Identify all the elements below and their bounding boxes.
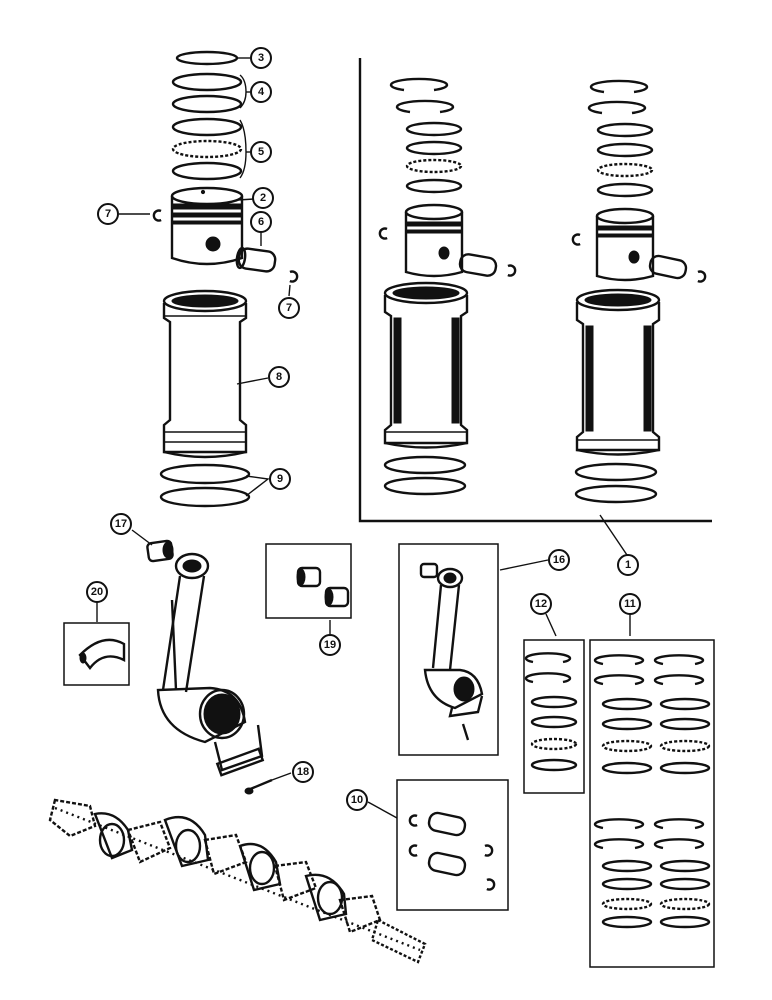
callout-1-label: 1 — [625, 559, 631, 571]
callout-8: 8 — [268, 366, 290, 388]
cylinder-sleeve-main — [162, 289, 248, 459]
piston-ring-set-main — [171, 50, 243, 181]
connecting-rod-bushing — [146, 539, 174, 563]
ring-kit-item-12 — [523, 639, 585, 794]
callout-17-label: 17 — [115, 518, 127, 530]
callout-3: 3 — [250, 47, 272, 69]
pin-kit-item-10 — [396, 779, 509, 911]
connecting-rod-kit-item-16 — [398, 543, 499, 756]
connecting-rod-bolt — [244, 778, 273, 795]
piston-sleeve-kit-frame — [358, 58, 712, 523]
callout-7-left: 7 — [97, 203, 119, 225]
callout-2: 2 — [252, 187, 274, 209]
callout-10: 10 — [346, 789, 368, 811]
callout-20-label: 20 — [91, 586, 103, 598]
crankshaft — [48, 798, 427, 964]
callout-19-label: 19 — [324, 639, 336, 651]
callout-4: 4 — [250, 81, 272, 103]
piston-sleeve-kit-a — [378, 77, 517, 496]
callout-2-label: 2 — [260, 192, 266, 204]
callout-11-label: 11 — [624, 598, 636, 610]
callout-18-label: 18 — [297, 766, 309, 778]
callout-16-label: 16 — [553, 554, 565, 566]
callout-6: 6 — [250, 211, 272, 233]
callout-1: 1 — [617, 554, 639, 576]
ring-kit-item-11 — [589, 639, 715, 968]
callout-7-right: 7 — [278, 297, 300, 319]
callout-5-label: 5 — [258, 146, 264, 158]
callout-16: 16 — [548, 549, 570, 571]
callout-10-label: 10 — [351, 794, 363, 806]
callout-5: 5 — [250, 141, 272, 163]
piston-sleeve-kit-b — [571, 79, 707, 504]
sleeve-seal-rings — [159, 463, 251, 508]
callout-12: 12 — [530, 593, 552, 615]
callout-19: 19 — [319, 634, 341, 656]
piston-main — [170, 186, 244, 266]
callout-4-label: 4 — [258, 86, 265, 98]
snap-ring — [152, 209, 299, 283]
callout-7-left-label: 7 — [105, 208, 111, 220]
callout-6-label: 6 — [258, 216, 264, 228]
bearing-shell-item-20 — [63, 622, 130, 686]
callout-9-label: 9 — [277, 473, 283, 485]
callout-3-label: 3 — [258, 52, 264, 64]
callout-20: 20 — [86, 581, 108, 603]
leader-lines — [96, 57, 631, 819]
callout-8-label: 8 — [276, 371, 282, 383]
connecting-rod-main — [156, 552, 265, 777]
callout-18: 18 — [292, 761, 314, 783]
piston-pin-main — [235, 246, 277, 273]
callout-12-label: 12 — [535, 598, 547, 610]
bushing-kit-item-19 — [265, 543, 352, 619]
callout-11: 11 — [619, 593, 641, 615]
callout-17: 17 — [110, 513, 132, 535]
callout-7-right-label: 7 — [286, 302, 292, 314]
callout-9: 9 — [269, 468, 291, 490]
